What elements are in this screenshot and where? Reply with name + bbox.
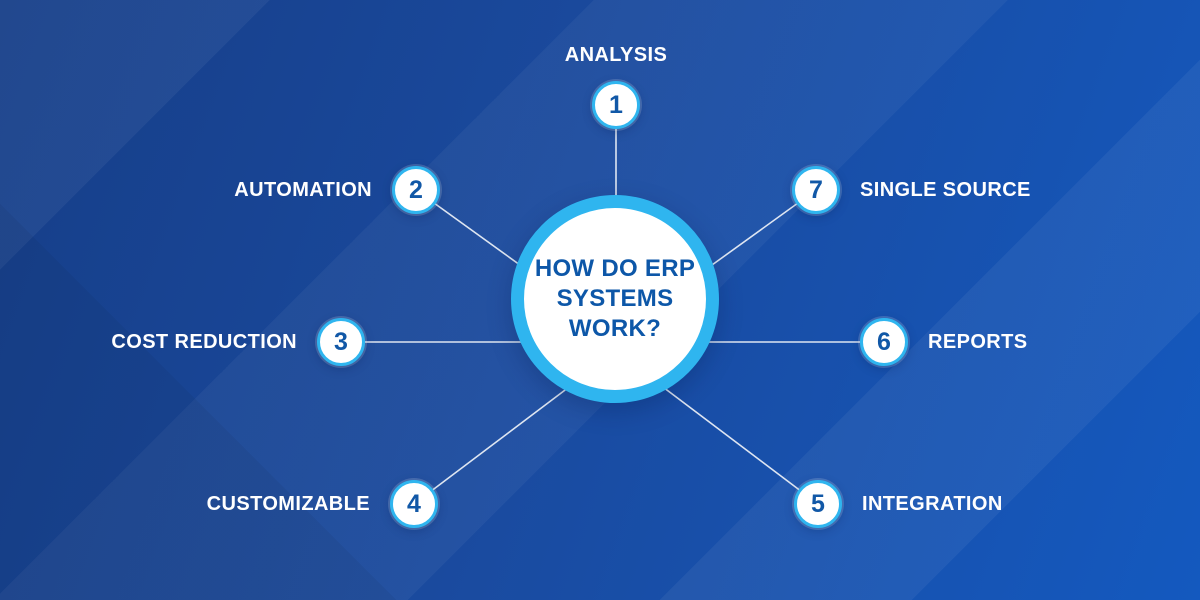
node-label-cost-reduction: COST REDUCTION <box>111 331 297 353</box>
node-number-automation: 2 <box>409 175 423 204</box>
node-circle-automation: 2 <box>392 166 440 214</box>
node-circle-integration: 5 <box>794 480 842 528</box>
center-circle: HOW DO ERP SYSTEMS WORK? <box>511 195 719 403</box>
connector-line-customizable <box>413 374 586 505</box>
node-circle-customizable: 4 <box>390 480 438 528</box>
connector-line-integration <box>646 374 819 505</box>
node-number-analysis: 1 <box>609 90 623 119</box>
node-number-reports: 6 <box>877 327 891 356</box>
node-number-integration: 5 <box>811 489 825 518</box>
node-label-integration: INTEGRATION <box>862 493 1003 515</box>
node-label-single-source: SINGLE SOURCE <box>860 179 1031 201</box>
node-circle-analysis: 1 <box>592 81 640 129</box>
node-label-customizable: CUSTOMIZABLE <box>206 493 370 515</box>
node-label-automation: AUTOMATION <box>234 179 372 201</box>
center-title: HOW DO ERP SYSTEMS WORK? <box>534 255 696 342</box>
node-number-single-source: 7 <box>809 175 823 204</box>
node-label-analysis: ANALYSIS <box>564 44 668 66</box>
node-number-customizable: 4 <box>407 489 421 518</box>
node-number-cost-reduction: 3 <box>334 327 348 356</box>
node-circle-reports: 6 <box>860 318 908 366</box>
node-circle-cost-reduction: 3 <box>317 318 365 366</box>
node-circle-single-source: 7 <box>792 166 840 214</box>
node-label-reports: REPORTS <box>928 331 1028 353</box>
